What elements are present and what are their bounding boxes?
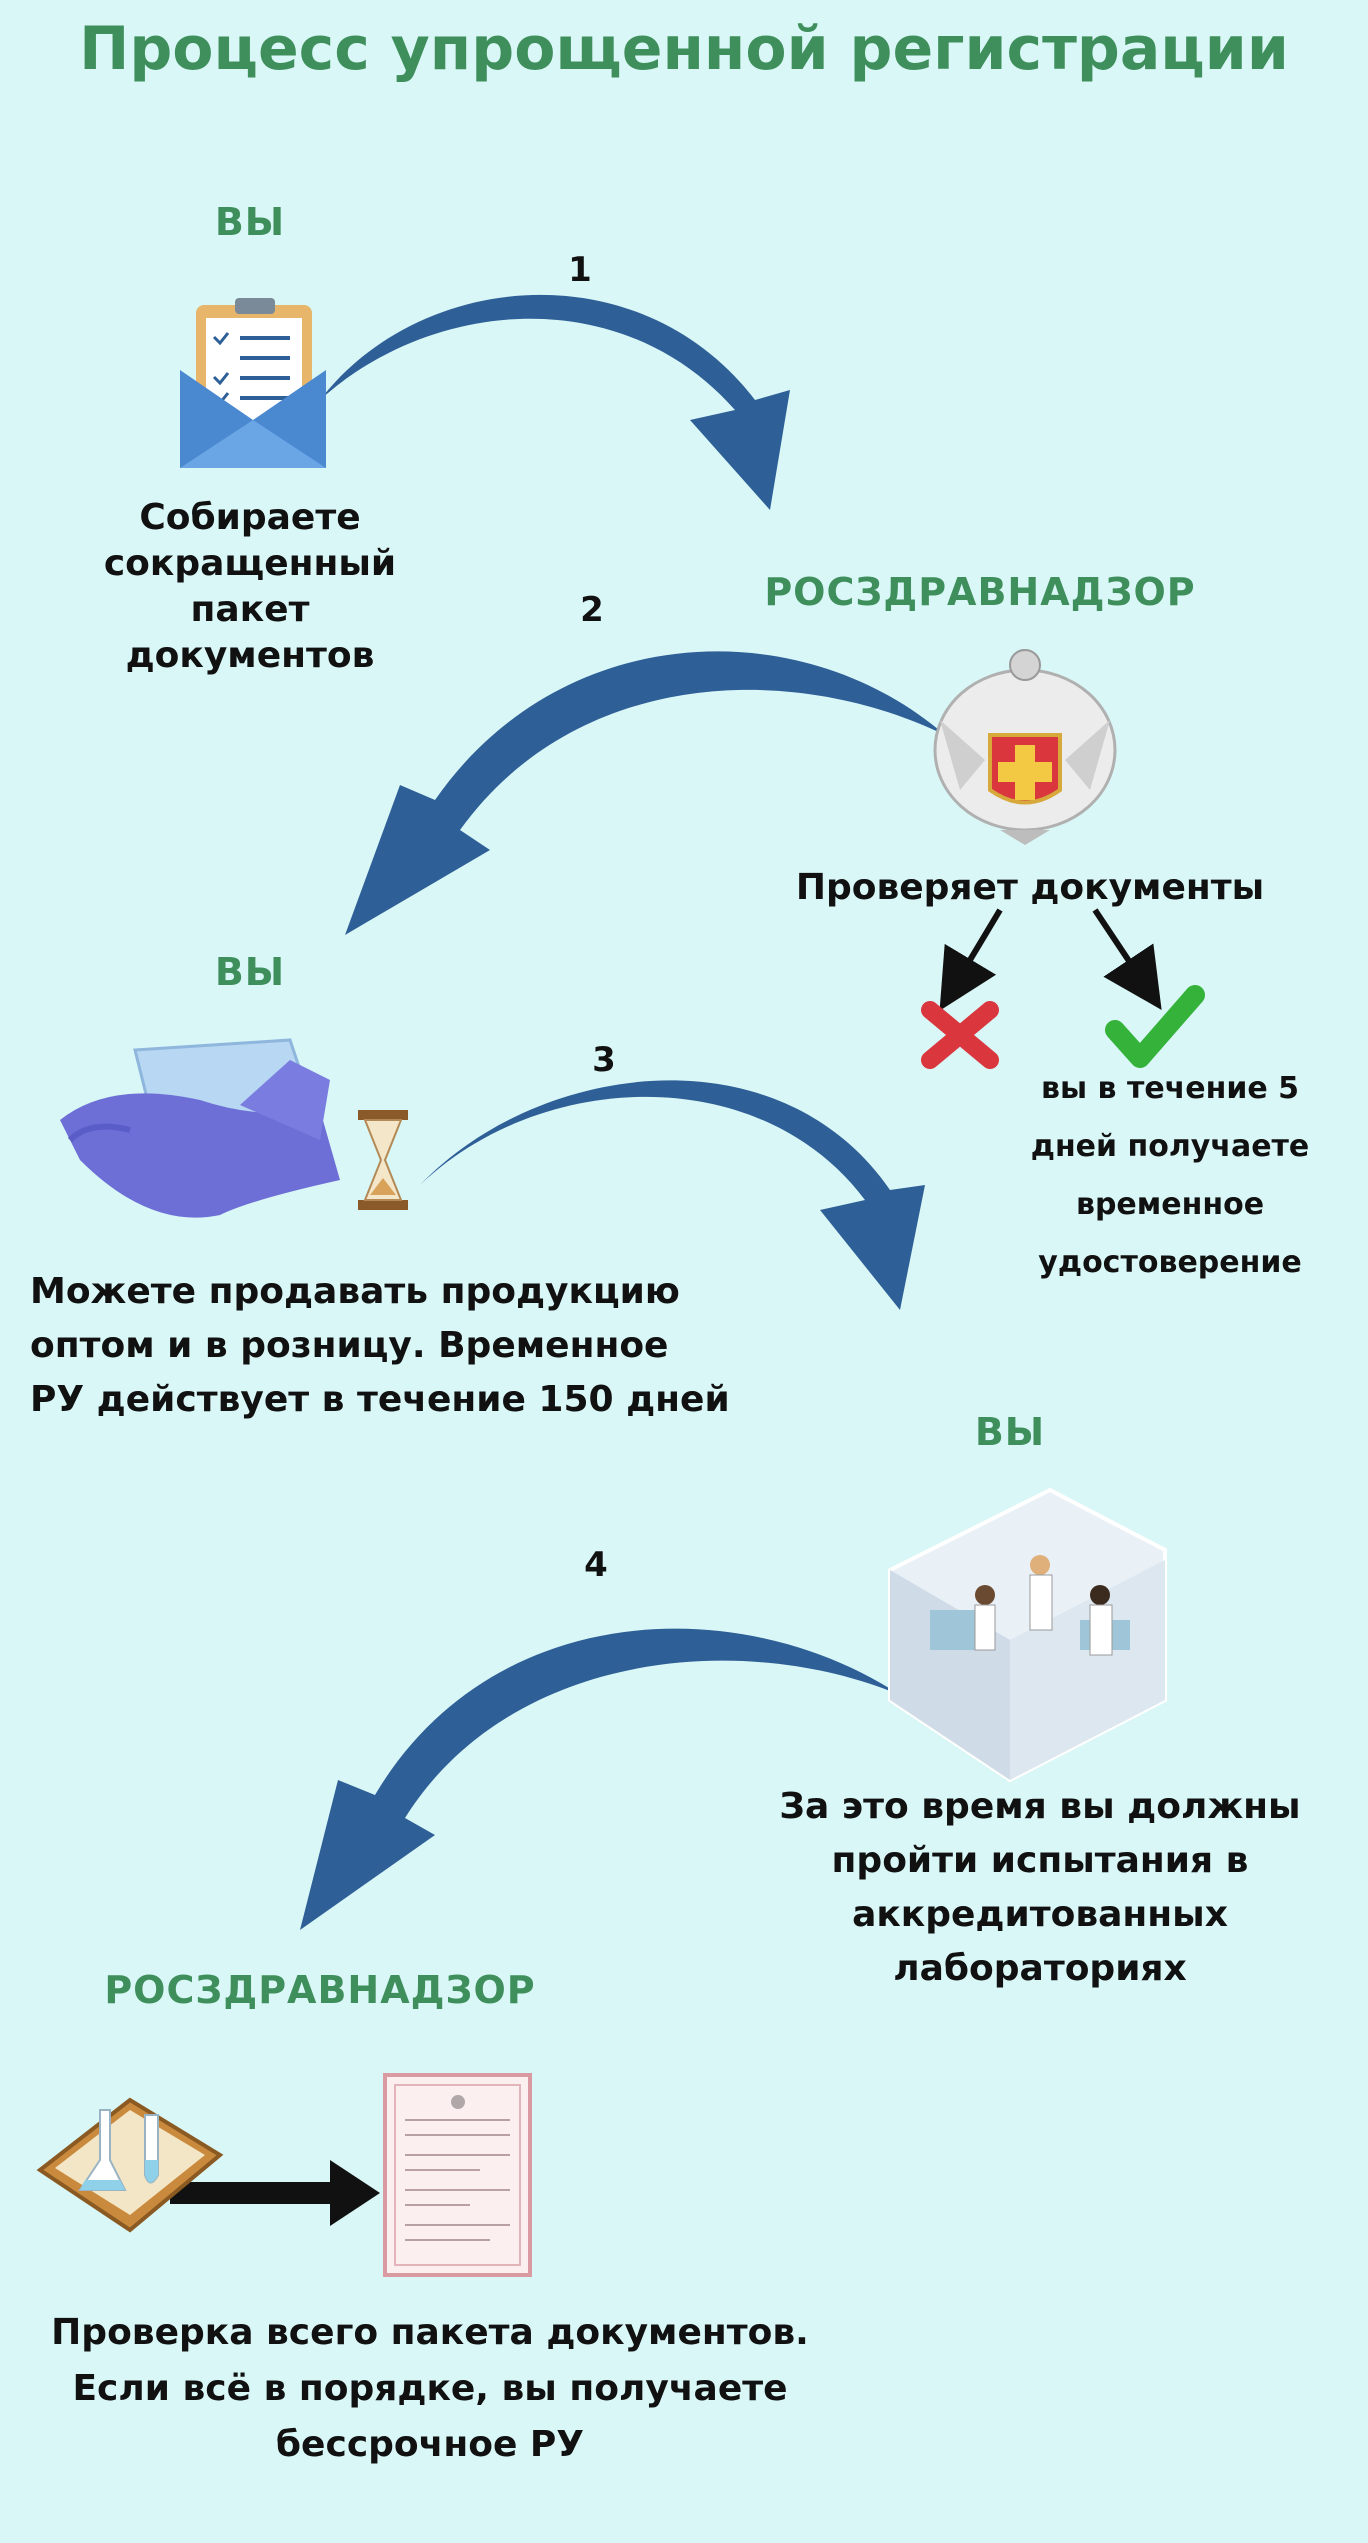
eagle-emblem-icon	[933, 649, 1117, 845]
clipboard-envelope-icon	[180, 298, 326, 468]
arrow-1	[320, 294, 790, 510]
sell-text: Можете продавать продукцию оптом и в роз…	[30, 1271, 730, 1420]
actor-you-3: ВЫ	[974, 1410, 1046, 1454]
cross-mark-icon	[921, 1001, 999, 1069]
collect-text: Собираете сокращенный пакет документов	[103, 497, 397, 676]
certificate-icon	[383, 2073, 532, 2277]
approved-text: вы в течение 5 дней получаете временное …	[1030, 1071, 1310, 1280]
step-2: 2	[580, 590, 604, 630]
step-3: 3	[592, 1040, 616, 1080]
step-1: 1	[568, 250, 592, 290]
arrow-4	[300, 1628, 900, 1930]
final-text: Проверка всего пакета документов. Если в…	[51, 2312, 809, 2465]
actor-you-2: ВЫ	[214, 950, 286, 994]
final-arrow	[170, 2160, 380, 2226]
actor-regulator-2: РОСЗДРАВНАДЗОР	[104, 1968, 536, 2012]
gloves-mask-icon	[60, 1038, 340, 1218]
hourglass-icon	[358, 1110, 408, 1210]
step-4: 4	[584, 1545, 608, 1585]
arrow-3	[420, 1080, 925, 1310]
checks-text: Проверяет документы	[795, 867, 1265, 908]
flask-clipboard-icon	[36, 2097, 224, 2233]
arrow-2	[345, 651, 945, 935]
page-title: Процесс упрощенной регистрации	[79, 14, 1289, 84]
actor-regulator-1: РОСЗДРАВНАДЗОР	[764, 570, 1196, 614]
check-mark-icon	[1105, 985, 1205, 1068]
actor-you-1: ВЫ	[214, 200, 286, 244]
decision-arrows	[939, 908, 1162, 1011]
laboratory-icon	[888, 1487, 1167, 1783]
tests-text: За это время вы должны пройти испытания …	[779, 1786, 1301, 1989]
